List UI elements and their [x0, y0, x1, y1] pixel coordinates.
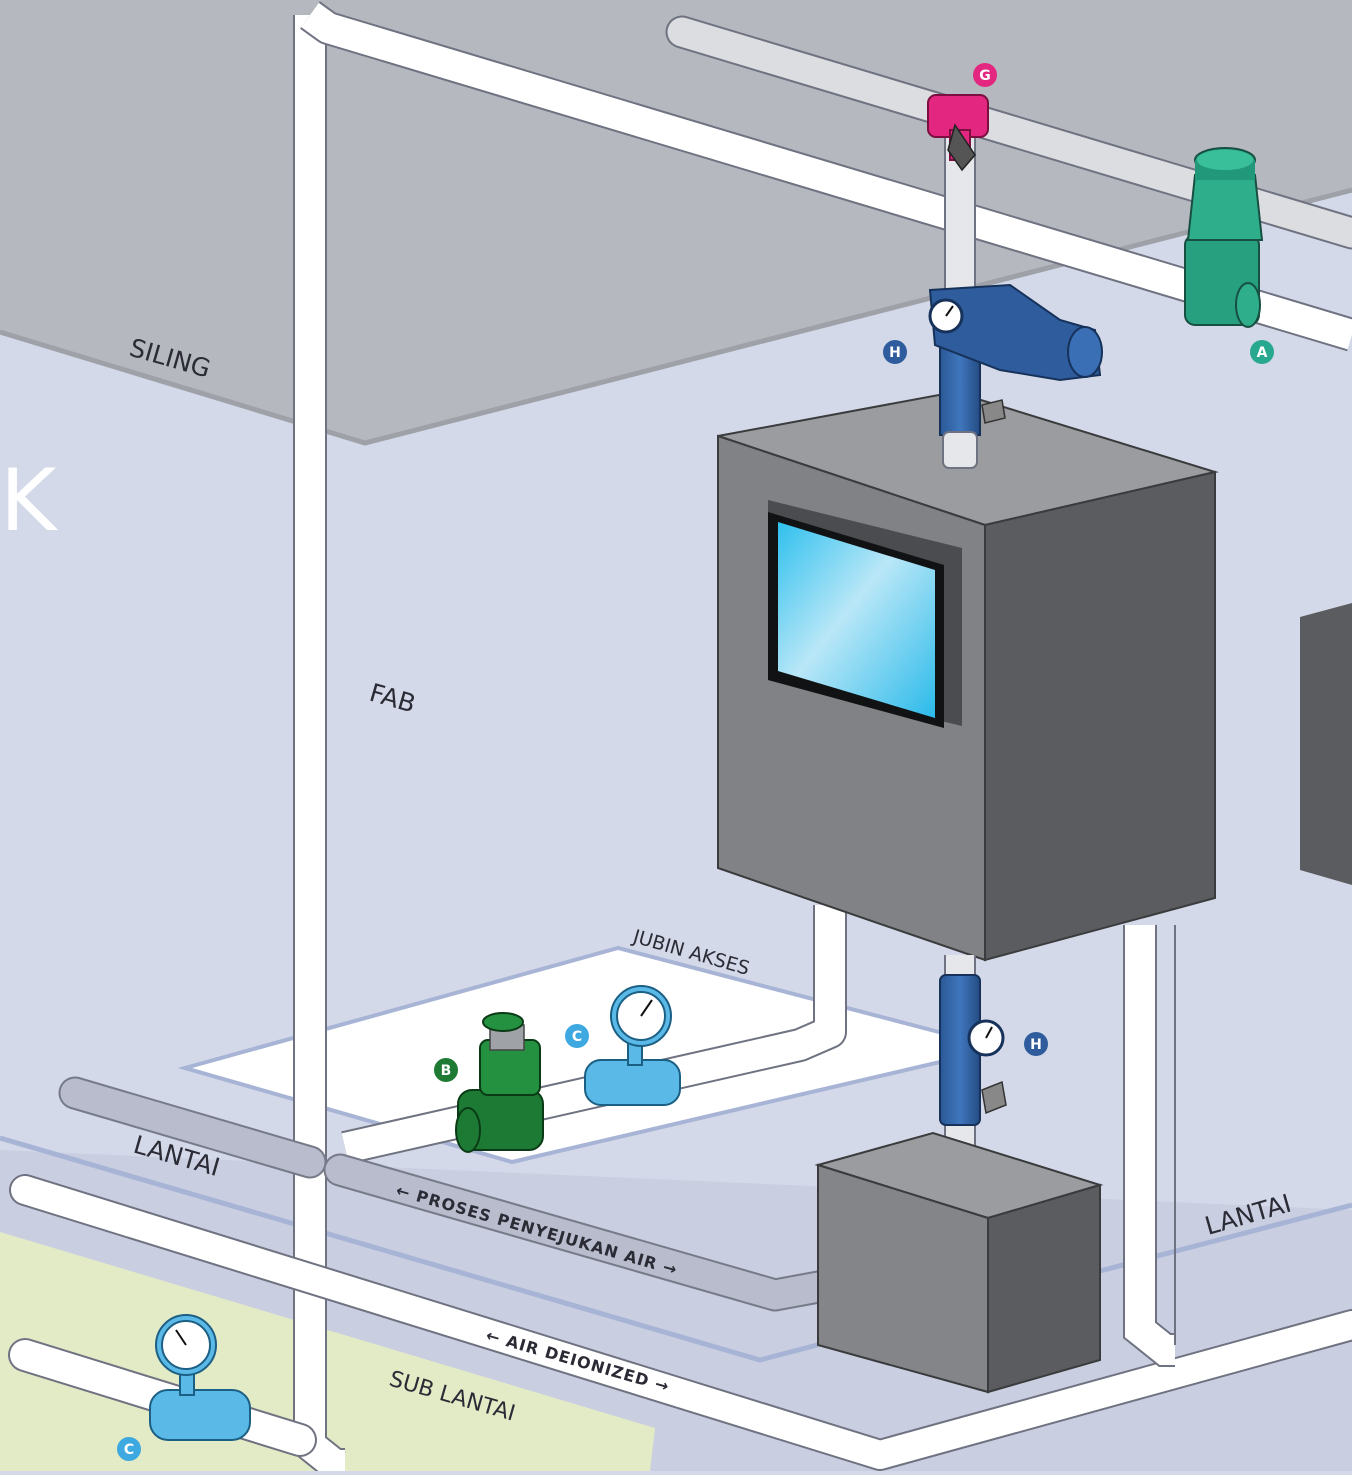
- pressure-gauge-c-bottom: [149, 1314, 251, 1441]
- svg-text:A: A: [1257, 345, 1268, 361]
- edge-letter: K: [0, 451, 59, 551]
- badge-h-top: H: [883, 340, 907, 364]
- tank: [814, 1131, 1104, 1394]
- svg-text:C: C: [124, 1442, 134, 1458]
- badge-a: A: [1250, 340, 1274, 364]
- svg-text:C: C: [572, 1029, 582, 1045]
- badge-g: G: [973, 63, 997, 87]
- badge-c-top: C: [565, 1024, 589, 1048]
- ceiling-edge: [0, 187, 1352, 446]
- badge-h-middle: H: [1024, 1032, 1048, 1056]
- regulator-h-middle: [939, 974, 1007, 1126]
- tee-fitting-g: [927, 94, 989, 172]
- deionized-pipe: [9, 1174, 1352, 1471]
- badge-b: B: [434, 1058, 458, 1082]
- svg-text:H: H: [889, 345, 901, 361]
- svg-text:G: G: [979, 68, 991, 84]
- touch-screen: [778, 522, 935, 718]
- main-loop-pipe: [293, 1, 1352, 1475]
- tile-supply-pipe: [341, 905, 847, 1165]
- svg-text:H: H: [1030, 1037, 1042, 1053]
- secondary-cabinet: [1300, 603, 1352, 885]
- svg-text:B: B: [441, 1063, 452, 1079]
- ceiling-plane: [0, 0, 1352, 443]
- main-cabinet: [717, 390, 1219, 962]
- regulator-h-top: [928, 283, 1103, 469]
- pressure-gauge-c-top: [584, 985, 681, 1106]
- pressure-regulator-a: [1184, 147, 1264, 328]
- valve-b: [455, 1012, 544, 1153]
- right-return-pipes: [1123, 925, 1176, 1367]
- badge-c-bottom: C: [117, 1437, 141, 1461]
